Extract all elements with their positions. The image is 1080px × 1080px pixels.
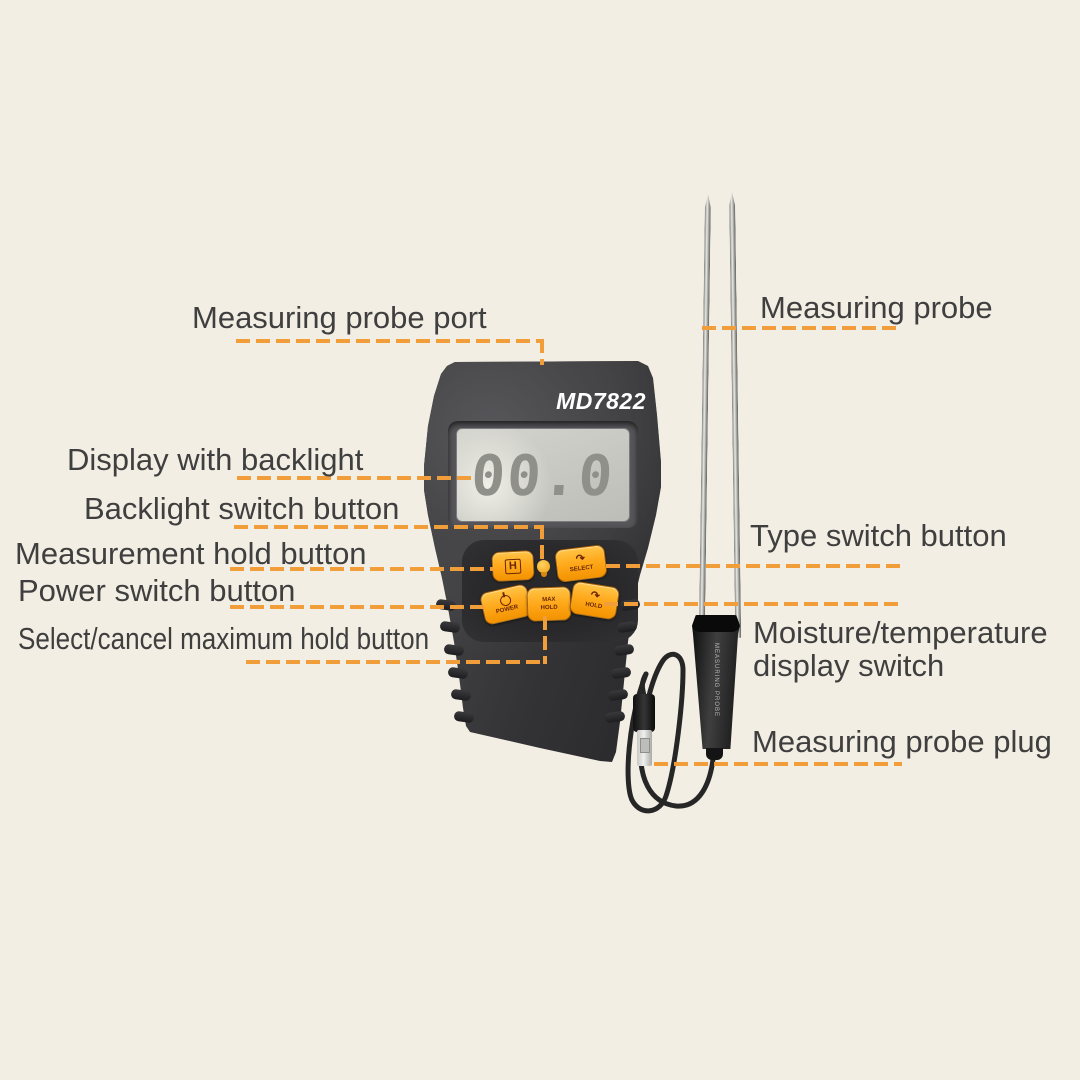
label-moisture-temp-switch: Moisture/temperature display switch: [753, 615, 1048, 683]
connector-backlight-h: [234, 525, 544, 529]
usb-plug-metal: [637, 730, 652, 766]
label-display-with-backlight: Display with backlight: [67, 442, 364, 477]
probe-handle-text: MEASURING PROBE: [713, 643, 719, 718]
connector-probe-plug: [654, 762, 902, 766]
connector-backlight-v: [540, 525, 544, 563]
label-select-cancel-max-hold: Select/cancel maximum hold button: [18, 621, 430, 656]
label-measuring-probe-plug: Measuring probe plug: [752, 724, 1052, 759]
moisture-meter: MD7822 00.0 H ↷ SELECT POWER MAX HOLD ↷ …: [424, 360, 662, 764]
display-switch-button: ↷ HOLD: [568, 580, 621, 621]
connector-select-cancel-h: [246, 660, 547, 664]
connector-display: [237, 476, 472, 480]
usb-plug: [633, 694, 655, 732]
probe-needle-left: [699, 194, 711, 638]
label-backlight-switch-button: Backlight switch button: [84, 491, 400, 526]
hold-glyph: H: [504, 558, 522, 574]
label-measuring-probe-port: Measuring probe port: [192, 300, 487, 335]
label-measurement-hold-button: Measurement hold button: [15, 536, 367, 571]
select-arrow-icon: ↷: [575, 552, 586, 566]
label-type-switch-button: Type switch button: [750, 518, 1007, 553]
connector-power: [230, 605, 488, 609]
label-power-switch-button: Power switch button: [18, 573, 296, 608]
connector-measurement-hold: [230, 567, 493, 571]
label-measuring-probe: Measuring probe: [760, 290, 993, 325]
connector-probe: [702, 326, 900, 330]
connector-type-switch: [606, 564, 901, 568]
select-button: ↷ SELECT: [554, 544, 608, 583]
connector-probe-port-v: [540, 339, 544, 365]
probe-handle: MEASURING PROBE: [692, 615, 740, 749]
model-label: MD7822: [556, 388, 646, 414]
probe-handle-strain-relief: [706, 748, 723, 760]
connector-probe-port-h: [236, 339, 544, 343]
lcd-display: 00.0: [456, 428, 630, 522]
lcd-reading: 00.0: [469, 443, 617, 509]
hold-arrow-icon: ↷: [589, 589, 601, 603]
connector-select-cancel-v: [543, 616, 547, 664]
backlight-bulb-icon: [537, 560, 550, 577]
max-hold-button: MAX HOLD: [526, 586, 572, 622]
probe-needle-right: [729, 192, 741, 638]
measurement-hold-button: H: [491, 549, 535, 583]
connector-moisture-temp: [604, 602, 901, 606]
